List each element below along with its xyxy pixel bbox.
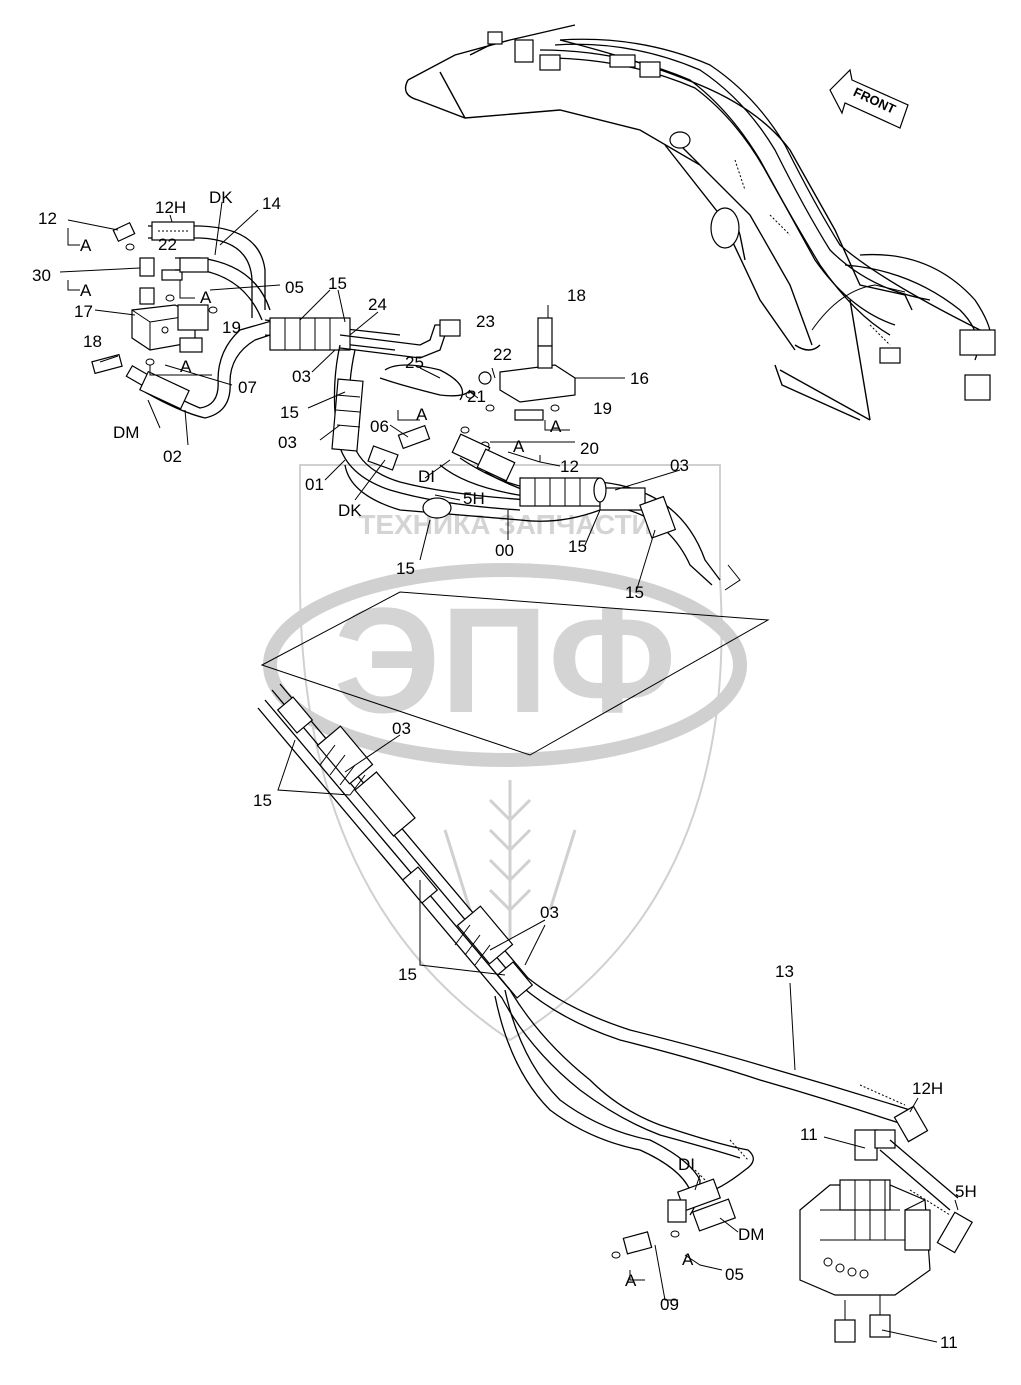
callout-19-b: 19: [593, 399, 612, 418]
front-arrow-icon: FRONT: [829, 68, 909, 129]
watermark: ЭПФ ТЕХНИКА ЗАПЧАСТИ: [263, 464, 747, 1042]
callout-14: 14: [262, 194, 281, 213]
callout-03-a: 03: [292, 367, 311, 386]
callout-15-f: 15: [253, 791, 272, 810]
callout-12h-bottom: 12H: [912, 1079, 943, 1098]
callout-22-b: 22: [493, 345, 512, 364]
callout-11-a: 11: [800, 1125, 818, 1144]
callout-15-g: 15: [398, 965, 417, 984]
callout-12: 12: [38, 209, 57, 228]
callout-00: 00: [495, 541, 514, 560]
callout-dk-mid: DK: [338, 501, 362, 520]
callout-dk-top: DK: [209, 188, 233, 207]
watermark-logo: ЭПФ: [334, 576, 677, 744]
callout-dm-top: DM: [113, 423, 139, 442]
callout-15-a: 15: [328, 274, 347, 293]
callout-a-5: A: [416, 405, 428, 424]
callout-a-8: A: [682, 1250, 694, 1269]
callout-02: 02: [163, 447, 182, 466]
callout-03-c: 03: [670, 456, 689, 475]
callout-30: 30: [32, 266, 51, 285]
callout-15-c: 15: [568, 537, 587, 556]
callout-19-a: 19: [222, 318, 241, 337]
callout-di-bottom: DI: [678, 1155, 695, 1174]
callout-01: 01: [305, 475, 324, 494]
callout-a-2: A: [80, 281, 92, 300]
callout-17: 17: [74, 302, 93, 321]
fittings-lower: [611, 1105, 973, 1343]
callout-13: 13: [775, 962, 794, 981]
callout-a-4: A: [180, 357, 192, 376]
callout-15-d: 15: [396, 559, 415, 578]
callout-16: 16: [630, 369, 649, 388]
callout-03-d: 03: [392, 719, 411, 738]
callout-25: 25: [405, 353, 424, 372]
hose-bundle-diagonal: [257, 683, 951, 1216]
callout-06: 06: [370, 417, 389, 436]
callout-05-bottom: 05: [725, 1265, 744, 1284]
callout-23: 23: [476, 312, 495, 331]
callout-a-1: A: [80, 236, 92, 255]
callout-18-a: 18: [83, 332, 102, 351]
callout-15-e: 15: [625, 583, 644, 602]
callout-a-7: A: [513, 437, 525, 456]
callout-5h-top: 5H: [463, 489, 485, 508]
callout-12h-top: 12H: [155, 198, 186, 217]
leader-lines: [59, 201, 959, 1343]
callout-20: 20: [580, 439, 599, 458]
callout-11-b: 11: [940, 1333, 958, 1352]
callout-a-6: A: [550, 417, 562, 436]
callout-18-b: 18: [567, 286, 586, 305]
callout-24: 24: [368, 295, 387, 314]
callout-5h-bottom: 5H: [955, 1182, 977, 1201]
cutaway-frame: [260, 591, 770, 756]
watermark-top-text: ТЕХНИКА ЗАПЧАСТИ: [358, 509, 651, 540]
callout-dm-bottom: DM: [738, 1225, 764, 1244]
callout-03-e: 03: [540, 903, 559, 922]
callout-a-3: A: [200, 288, 212, 307]
control-valve-lower: [799, 1179, 931, 1296]
callout-12-b: 12: [560, 457, 579, 476]
callout-07: 07: [238, 378, 257, 397]
callout-labels: 12 12H DK 14 A 22 30 A A 05 15 17 19 24 …: [32, 188, 977, 1352]
hoses-upper-left: [139, 221, 286, 419]
watermark-wheat-icon: [443, 780, 577, 940]
valve-17: [131, 304, 209, 353]
callout-di-top: DI: [418, 467, 435, 486]
callout-03-b: 03: [278, 433, 297, 452]
hose-bundle-middle-right: [344, 464, 741, 591]
callout-22-a: 22: [158, 235, 177, 254]
callout-15-b: 15: [280, 403, 299, 422]
callout-21: 21: [467, 387, 486, 406]
callout-05-top: 05: [285, 278, 304, 297]
callout-a-9: A: [625, 1271, 637, 1290]
boom-assembly: [404, 24, 996, 421]
callout-09: 09: [660, 1295, 679, 1314]
